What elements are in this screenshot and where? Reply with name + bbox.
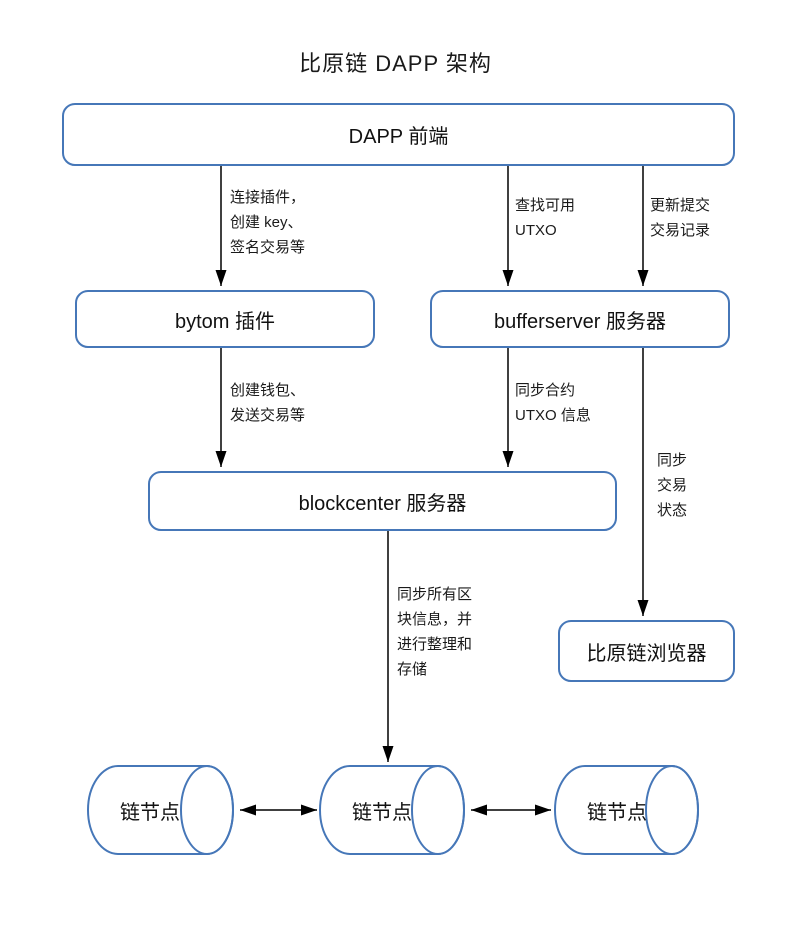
edge-label-update-tx: 更新提交 交易记录 (650, 193, 710, 243)
edge-label-line: 查找可用 (515, 197, 576, 214)
edge-label-line: 进行整理和 (397, 636, 473, 653)
edge-label-create-wallet: 创建钱包、 发送交易等 (230, 378, 305, 428)
edge-label-line: 更新提交 (650, 197, 711, 214)
node-blockcenter: blockcenter 服务器 (148, 471, 617, 531)
chain-node-middle-shape (319, 765, 465, 855)
edge-label-line: 连接插件， (230, 189, 306, 206)
node-bytom-plugin-label: bytom 插件 (174, 310, 276, 333)
edge-label-line: UTXO (515, 222, 557, 239)
edge-label-line: 交易 (657, 477, 688, 494)
node-blockcenter-label: blockcenter 服务器 (298, 492, 467, 515)
node-chain-node-right-label: 链节点 (587, 802, 647, 824)
edge-label-line: 创建 key、 (230, 214, 303, 231)
chain-node-left-shape (87, 765, 234, 855)
node-explorer: 比原链浏览器 (558, 620, 735, 682)
edge-label-line: 发送交易等 (230, 407, 306, 424)
edge-label-find-utxo: 查找可用 UTXO (515, 193, 575, 243)
edge-label-line: 创建钱包、 (230, 382, 306, 399)
edge-label-line: 同步合约 (515, 382, 576, 399)
node-bufferserver: bufferserver 服务器 (430, 290, 730, 348)
chain-node-right-shape (554, 765, 699, 855)
node-dapp-frontend-label: DAPP 前端 (348, 126, 449, 148)
edge-label-line: 块信息，并 (397, 611, 473, 628)
node-dapp-frontend: DAPP 前端 (62, 103, 735, 166)
edge-label-sync-contract-utxo: 同步合约 UTXO 信息 (515, 378, 591, 428)
node-chain-node-left-label: 链节点 (120, 802, 180, 824)
edge-label-line: 签名交易等 (230, 239, 306, 256)
node-bytom-plugin: bytom 插件 (75, 290, 375, 348)
edge-label-line: 交易记录 (650, 222, 711, 239)
edge-label-line: 同步 (657, 452, 688, 469)
node-explorer-label: 比原链浏览器 (586, 642, 707, 665)
edge-label-line: 存储 (397, 661, 428, 678)
diagram-title: 比原链 DAPP 架构 (299, 51, 492, 76)
node-chain-node-middle-label: 链节点 (352, 802, 412, 824)
edge-label-line: UTXO 信息 (515, 407, 591, 424)
edge-label-sync-all-blocks: 同步所有区 块信息，并 进行整理和 存储 (397, 582, 472, 682)
node-bufferserver-label: bufferserver 服务器 (494, 310, 666, 333)
edge-label-line: 同步所有区 (397, 586, 473, 603)
edge-label-line: 状态 (657, 502, 688, 519)
edge-label-connect-plugin: 连接插件， 创建 key、 签名交易等 (230, 185, 305, 260)
edge-label-sync-tx-status: 同步 交易 状态 (657, 448, 687, 523)
